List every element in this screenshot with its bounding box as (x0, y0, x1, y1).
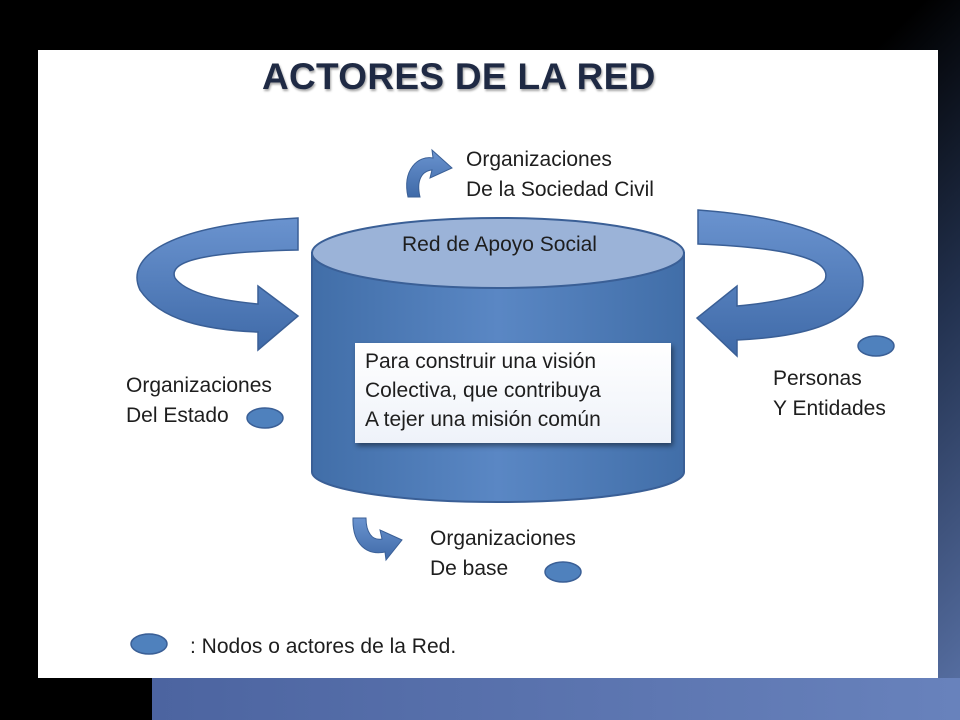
node-base (544, 561, 582, 583)
label-state: Organizaciones Del Estado (126, 374, 272, 427)
purpose-line-2: Colectiva, que contribuya (365, 379, 601, 402)
top-curved-arrow (406, 148, 453, 198)
bottom-band (152, 678, 960, 720)
diagram-title: ACTORES DE LA RED (262, 56, 656, 97)
node-people (857, 335, 895, 357)
left-notch (0, 558, 20, 654)
node-state (246, 407, 284, 429)
network-name: Red de Apoyo Social (402, 233, 597, 256)
purpose-line-1: Para construir una visión (365, 350, 597, 373)
right-curved-arrow (695, 209, 864, 358)
legend-node (130, 633, 168, 655)
purpose-box: Para construir una visión Colectiva, que… (355, 343, 671, 443)
purpose-line-3: A tejer una misión común (365, 408, 601, 431)
label-people: Personas Y Entidades (773, 367, 886, 420)
legend-text: : Nodos o actores de la Red. (190, 635, 457, 658)
left-curved-arrow (136, 217, 300, 352)
bottom-curved-arrow (352, 517, 403, 562)
label-civil-society: Organizaciones De la Sociedad Civil (466, 148, 654, 201)
label-base: Organizaciones De base (430, 527, 576, 580)
